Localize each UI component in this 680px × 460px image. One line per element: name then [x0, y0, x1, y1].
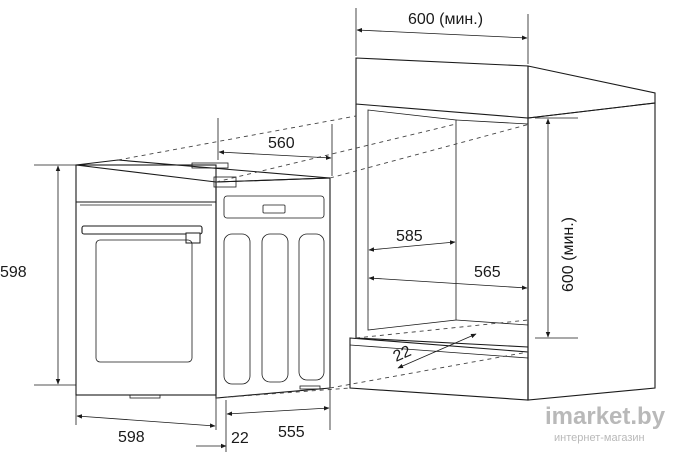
- dim-line-niche-inner-depth: [368, 276, 528, 290]
- watermark-tagline: интернет-магазин: [554, 432, 645, 444]
- label-oven-width: 598: [118, 429, 145, 446]
- watermark-brand: imarket.by: [545, 403, 666, 430]
- cabinet-side-panel: [527, 102, 656, 401]
- dim-line-ventilation-gap: [397, 333, 477, 369]
- oven-handle: [81, 225, 203, 235]
- oven-drawing: [75, 159, 331, 399]
- label-oven-depth-top: 560: [268, 135, 295, 152]
- dim-line-oven-width: [76, 414, 216, 428]
- dim-line-niche-inner-width: [368, 240, 456, 252]
- niche-top-block: [355, 57, 529, 119]
- dim-line-oven-depth-top: [218, 150, 332, 160]
- label-niche-height: 600 (мин.): [560, 217, 577, 292]
- dim-line-oven-body-depth: [226, 406, 330, 416]
- dim-line-niche-top-width: [356, 27, 528, 41]
- label-niche-inner-width: 585: [396, 228, 423, 245]
- label-door-thickness: 22: [231, 430, 249, 447]
- projection-lines: [117, 115, 531, 399]
- label-niche-top-width: 600 (мин.): [408, 11, 483, 28]
- label-ventilation-gap: 22: [391, 343, 414, 366]
- label-oven-body-depth: 555: [278, 424, 305, 441]
- label-niche-inner-depth: 565: [474, 264, 501, 281]
- niche-inner-back: [367, 109, 457, 331]
- label-oven-height: 598: [0, 264, 27, 281]
- oven-door-window: [95, 239, 193, 363]
- oven-side-panel: [215, 177, 331, 399]
